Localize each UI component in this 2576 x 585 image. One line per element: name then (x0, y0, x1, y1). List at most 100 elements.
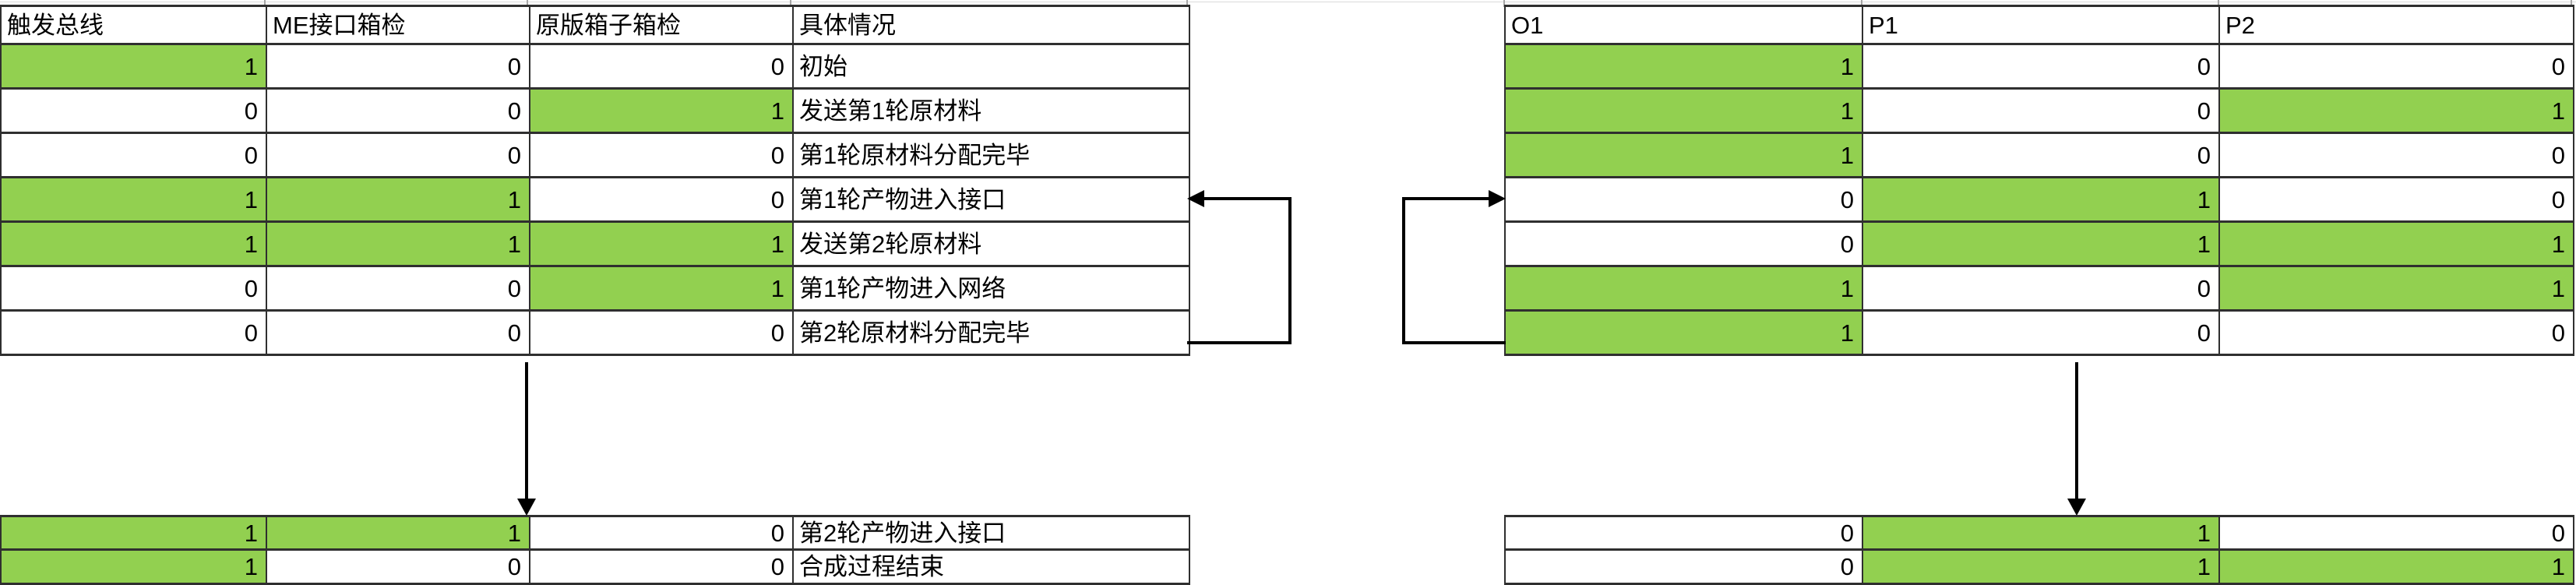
state-table-right-cell-r2-c2[interactable]: 0 (1863, 90, 2220, 134)
state-table-right-cell-r6-c1[interactable]: 1 (1506, 267, 1863, 312)
state-table-right-cell-r2-c3[interactable]: 1 (2220, 90, 2574, 134)
state-table-right-cell-r3-c1[interactable]: 1 (1506, 134, 1863, 178)
result-table-right-cell-r2-c1[interactable]: 0 (1506, 551, 1863, 585)
result-table-left-cell-r2-c3[interactable]: 0 (530, 551, 794, 585)
state-table-right-cell-r5-c1[interactable]: 0 (1506, 223, 1863, 267)
state-table-left-cell-r7-c1[interactable]: 0 (2, 312, 267, 356)
result-table-left-cell-r2-c4[interactable]: 合成过程结束 (794, 551, 1190, 585)
state-table-right-cell-r4-c2[interactable]: 1 (1863, 178, 2220, 223)
state-table-right-cell-r3-c3[interactable]: 0 (2220, 134, 2574, 178)
state-table-right-header-c2[interactable]: P1 (1863, 7, 2220, 45)
state-table-right-cell-r3-c2[interactable]: 0 (1863, 134, 2220, 178)
gridline-stub (1503, 0, 1505, 7)
state-table-left-cell-r2-c3[interactable]: 1 (530, 90, 794, 134)
state-table-left-cell-r4-c2[interactable]: 1 (267, 178, 530, 223)
state-table-right-cell-r6-c2[interactable]: 0 (1863, 267, 2220, 312)
state-table-left-cell-r1-c4[interactable]: 初始 (794, 45, 1190, 90)
state-table-right-cell-r4-c3[interactable]: 0 (2220, 178, 2574, 223)
result-table-right-cell-r1-c3[interactable]: 0 (2220, 517, 2574, 551)
state-table-left-cell-r7-c4[interactable]: 第2轮原材料分配完毕 (794, 312, 1190, 356)
state-table-right-cell-r5-c2[interactable]: 1 (1863, 223, 2220, 267)
state-table-right-cell-r7-c2[interactable]: 0 (1863, 312, 2220, 356)
state-table-right-cell-r6-c3[interactable]: 1 (2220, 267, 2574, 312)
state-table-left-cell-r6-c3[interactable]: 1 (530, 267, 794, 312)
state-table-left-cell-r2-c2[interactable]: 0 (267, 90, 530, 134)
state-table-left-cell-r1-c3[interactable]: 0 (530, 45, 794, 90)
state-table-right-cell-r7-c3[interactable]: 0 (2220, 312, 2574, 356)
state-table-left-cell-r6-c2[interactable]: 0 (267, 267, 530, 312)
result-table-right-cell-r2-c2[interactable]: 1 (1863, 551, 2220, 585)
state-table-left-cell-r5-c3[interactable]: 1 (530, 223, 794, 267)
arrow-line (2075, 362, 2078, 499)
gridline-stub (790, 0, 791, 7)
state-table-left-cell-r4-c1[interactable]: 1 (2, 178, 267, 223)
state-table-left-cell-r5-c1[interactable]: 1 (2, 223, 267, 267)
state-table-left-cell-r6-c4[interactable]: 第1轮产物进入网络 (794, 267, 1190, 312)
arrow-head-down-icon (2067, 499, 2086, 516)
gridline-stub (527, 0, 528, 7)
arrow-line (1402, 197, 1489, 200)
result-table-left-cell-r1-c3[interactable]: 0 (530, 517, 794, 551)
result-table-left-cell-r2-c2[interactable]: 0 (267, 551, 530, 585)
result-table-right-cell-r1-c1[interactable]: 0 (1506, 517, 1863, 551)
arrow-line (1402, 341, 1506, 344)
state-table-right-cell-r4-c1[interactable]: 0 (1506, 178, 1863, 223)
arrow-line (1402, 197, 1405, 344)
state-table-left-cell-r5-c2[interactable]: 1 (267, 223, 530, 267)
gridline-stub (264, 0, 266, 7)
state-table-left-cell-r1-c2[interactable]: 0 (267, 45, 530, 90)
state-table-left-header-c1[interactable]: 触发总线 (2, 7, 267, 45)
state-table-left-cell-r3-c3[interactable]: 0 (530, 134, 794, 178)
state-table-left-cell-r1-c1[interactable]: 1 (2, 45, 267, 90)
result-table-right-cell-r2-c3[interactable]: 1 (2220, 551, 2574, 585)
result-table-left-cell-r1-c2[interactable]: 1 (267, 517, 530, 551)
result-table-right-cell-r1-c2[interactable]: 1 (1863, 517, 2220, 551)
state-table-left-cell-r4-c3[interactable]: 0 (530, 178, 794, 223)
state-table-left-cell-r3-c4[interactable]: 第1轮原材料分配完毕 (794, 134, 1190, 178)
result-table-left-cell-r2-c1[interactable]: 1 (2, 551, 267, 585)
state-table-right-header-c3[interactable]: P2 (2220, 7, 2574, 45)
gridline-stub (1861, 0, 1862, 7)
state-table-left-cell-r4-c4[interactable]: 第1轮产物进入接口 (794, 178, 1190, 223)
gridline-stub (2218, 0, 2219, 7)
arrow-line (525, 362, 528, 499)
arrow-head-down-icon (517, 499, 536, 516)
arrow-line (1288, 197, 1292, 344)
arrow-line (1187, 341, 1292, 344)
state-table-left-cell-r7-c3[interactable]: 0 (530, 312, 794, 356)
state-table-left-cell-r2-c4[interactable]: 发送第1轮原材料 (794, 90, 1190, 134)
state-table-right-header-c1[interactable]: O1 (1506, 7, 1863, 45)
result-table-left-cell-r1-c4[interactable]: 第2轮产物进入接口 (794, 517, 1190, 551)
gridline-stub (1186, 0, 1188, 7)
result-table-left-cell-r1-c1[interactable]: 1 (2, 517, 267, 551)
state-table-right-cell-r1-c1[interactable]: 1 (1506, 45, 1863, 90)
state-table-right-cell-r5-c3[interactable]: 1 (2220, 223, 2574, 267)
state-table-left-header-c2[interactable]: ME接口箱检 (267, 7, 530, 45)
state-table-right-cell-r2-c1[interactable]: 1 (1506, 90, 1863, 134)
state-table-left-cell-r3-c2[interactable]: 0 (267, 134, 530, 178)
state-table-left-cell-r3-c1[interactable]: 0 (2, 134, 267, 178)
state-table-left-cell-r7-c2[interactable]: 0 (267, 312, 530, 356)
state-table-left-header-c4[interactable]: 具体情况 (794, 7, 1190, 45)
arrow-head-right-icon (1489, 190, 1506, 207)
state-table-left-cell-r2-c1[interactable]: 0 (2, 90, 267, 134)
state-table-left-header-c3[interactable]: 原版箱子箱检 (530, 7, 794, 45)
state-table-right-cell-r1-c3[interactable]: 0 (2220, 45, 2574, 90)
state-table-right-cell-r1-c2[interactable]: 0 (1863, 45, 2220, 90)
state-table-left-cell-r5-c4[interactable]: 发送第2轮原材料 (794, 223, 1190, 267)
state-table-left-cell-r6-c1[interactable]: 0 (2, 267, 267, 312)
state-table-right-cell-r7-c1[interactable]: 1 (1506, 312, 1863, 356)
